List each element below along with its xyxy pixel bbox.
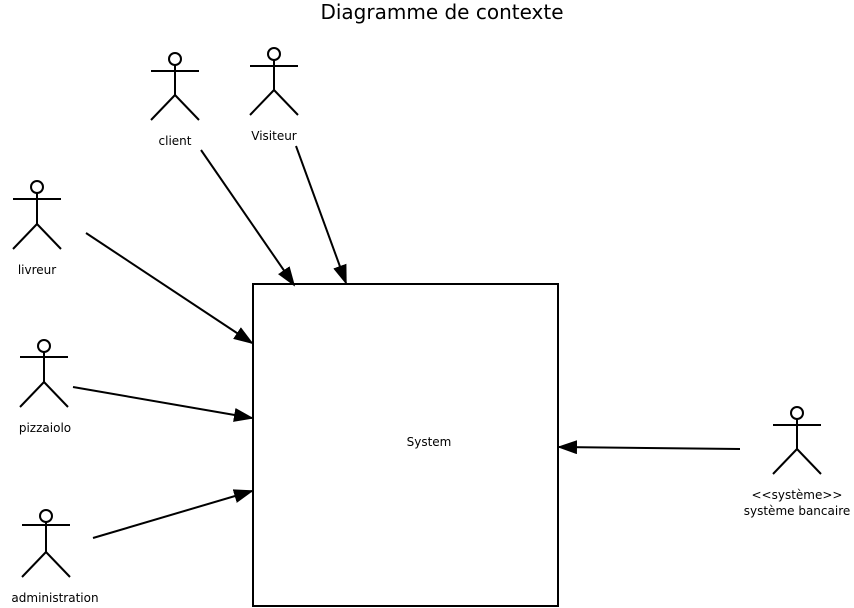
- arrow-pizzaiolo-to-system: [72, 386, 254, 422]
- actor-label-livreur: livreur: [18, 263, 56, 277]
- actor-systeme-bancaire: <<système>> système bancaire: [744, 406, 851, 518]
- associations: [72, 145, 741, 539]
- arrow-banque-to-system: [557, 440, 741, 455]
- actor-stereotype-label: <<système>>: [752, 488, 843, 502]
- arrow-administration-to-system: [92, 489, 254, 539]
- actor-label-administration: administration: [11, 591, 98, 605]
- actor-livreur: livreur: [12, 180, 62, 277]
- actor-visiteur: Visiteur: [249, 47, 299, 143]
- actor-label-visiteur: Visiteur: [251, 129, 297, 143]
- actor-label-client: client: [159, 134, 192, 148]
- actor-figure-icon: [21, 509, 71, 578]
- actor-figure-icon: [19, 339, 69, 408]
- actor-client: client: [150, 52, 200, 148]
- system-rect: [252, 283, 559, 607]
- actor-figure-icon: [150, 52, 200, 121]
- actor-figure-icon: [249, 47, 299, 116]
- actor-figure-icon: [772, 406, 822, 475]
- arrow-visiteur-to-system: [295, 145, 347, 285]
- system-label: System: [407, 435, 452, 449]
- arrow-livreur-to-system: [85, 232, 254, 345]
- actor-figure-icon: [12, 180, 62, 250]
- actor-label-systeme-bancaire: système bancaire: [744, 504, 851, 518]
- diagram-title: Diagramme de contexte: [320, 0, 563, 24]
- actor-label-pizzaiolo: pizzaiolo: [19, 421, 71, 435]
- arrow-client-to-system: [200, 149, 296, 287]
- actor-administration: administration: [11, 509, 99, 605]
- actor-pizzaiolo: pizzaiolo: [19, 339, 71, 435]
- system-box: System: [252, 283, 559, 607]
